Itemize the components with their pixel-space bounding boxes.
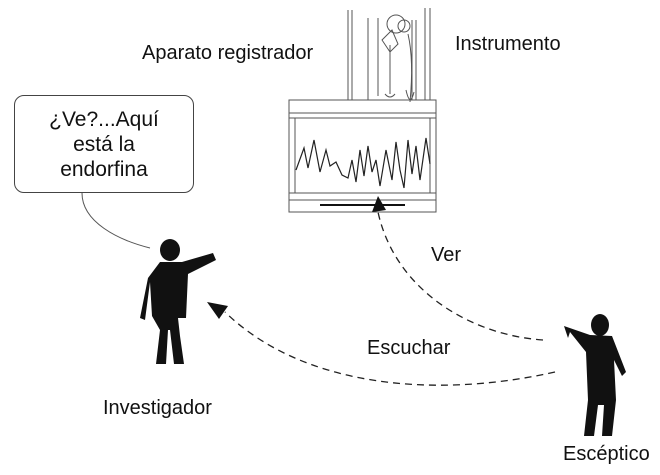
- investigador-label: Investigador: [103, 397, 212, 419]
- esceptico-label: Escéptico: [563, 443, 650, 465]
- speech-bubble-tail: [81, 192, 151, 249]
- speech-bubble-line: está la: [73, 132, 135, 156]
- speech-bubble-line: endorfina: [60, 157, 148, 181]
- instrumento-label: Instrumento: [455, 33, 561, 55]
- ver-arrowhead: [372, 196, 386, 212]
- recording-apparatus: [288, 99, 437, 213]
- ver-arrow: [377, 211, 544, 341]
- instrument-assembly: [347, 8, 431, 103]
- speech-bubble: ¿Ve?...Aquí está la endorfina: [14, 95, 194, 193]
- esceptico-figure: [564, 314, 626, 436]
- investigador-figure: [140, 239, 216, 364]
- escuchar-arrow: [224, 311, 556, 386]
- escuchar-arrowhead: [207, 302, 228, 319]
- recording-trace: [295, 137, 431, 189]
- speech-bubble-line: ¿Ve?...Aquí: [49, 107, 159, 131]
- escuchar-label: Escuchar: [367, 337, 451, 359]
- ver-label: Ver: [431, 244, 462, 266]
- aparato-registrador-label: Aparato registrador: [142, 42, 314, 64]
